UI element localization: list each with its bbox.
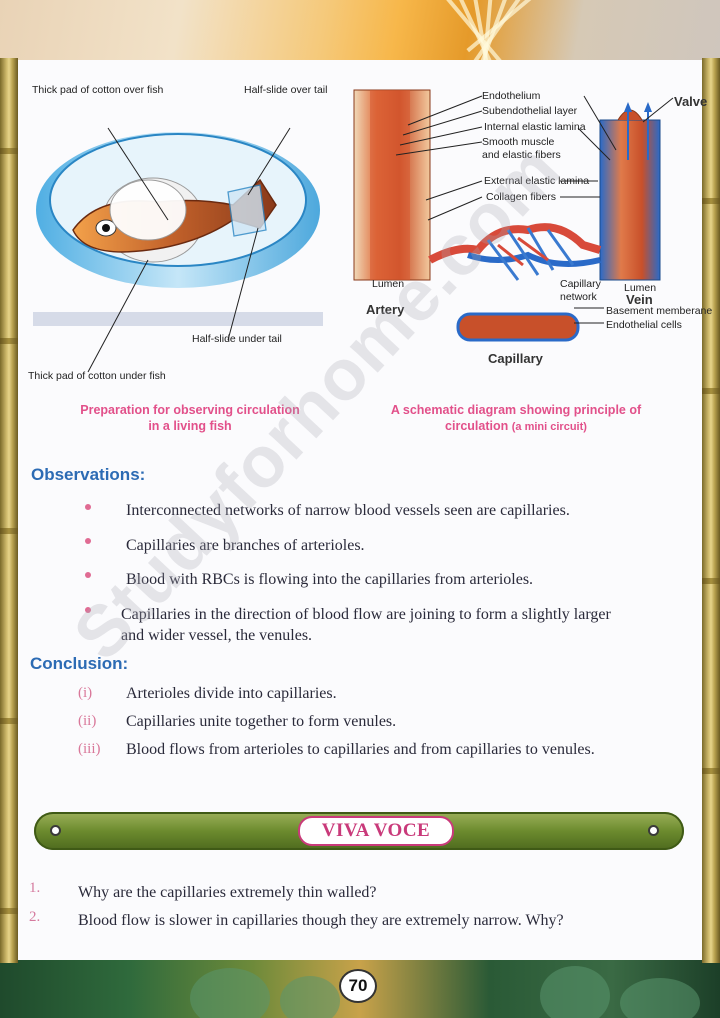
fish-caption-line2: in a living fish xyxy=(148,419,232,433)
conclusion-number-1: (i) xyxy=(78,685,93,701)
conclusion-number-2: (ii) xyxy=(78,713,97,729)
label-lumen-vein: Lumen xyxy=(624,282,657,294)
fish-illustration xyxy=(33,127,323,373)
circulation-schematic-figure: Endothelium Subendothelial layer Interna… xyxy=(348,80,712,410)
question-1: Why are the capillaries extremely thin w… xyxy=(78,884,377,901)
ring-icon xyxy=(648,825,659,836)
circulation-figure-caption: A schematic diagram showing principle of… xyxy=(366,402,666,435)
label-capillary: Capillary xyxy=(488,351,543,366)
observation-item-3: Blood with RBCs is flowing into the capi… xyxy=(126,571,534,588)
label-capillary-network-2: network xyxy=(560,291,597,303)
label-half-slide-under-tail: Half-slide under tail xyxy=(192,333,282,345)
label-cotton-under-fish: Thick pad of cotton under fish xyxy=(28,370,166,382)
label-basement-membrane: Basement memberane xyxy=(606,305,713,317)
label-subendothelial-layer: Subendothelial layer xyxy=(482,105,578,117)
bottom-decorative-banner xyxy=(0,958,720,1018)
observation-bullet xyxy=(85,538,91,544)
question-number-2: 2. xyxy=(29,909,41,925)
conclusion-item-3: Blood flows from arterioles to capillari… xyxy=(126,741,595,758)
label-vein: Vein xyxy=(626,292,653,307)
label-elastic-fibers: and elastic fibers xyxy=(482,149,561,161)
figures-row: Thick pad of cotton over fish Half-slide… xyxy=(18,60,712,505)
observation-item-1: Interconnected networks of narrow blood … xyxy=(126,502,570,519)
label-capillary-network-1: Capillary xyxy=(560,278,601,290)
question-2: Blood flow is slower in capillaries thou… xyxy=(78,912,564,929)
left-bamboo-border xyxy=(0,58,20,963)
observation-item-4-line2: and wider vessel, the venules. xyxy=(121,627,313,644)
label-endothelium: Endothelium xyxy=(482,90,541,102)
observation-bullet xyxy=(85,607,91,613)
label-cotton-over-fish: Thick pad of cotton over fish xyxy=(32,84,164,96)
observation-item-4-line1: Capillaries in the direction of blood fl… xyxy=(121,606,611,623)
circulation-illustration xyxy=(353,89,674,342)
label-valve: Valve xyxy=(674,94,708,109)
top-decorative-banner xyxy=(0,0,720,62)
circulation-caption-main: circulation xyxy=(445,419,509,433)
right-bamboo-border xyxy=(700,58,720,963)
fish-preparation-figure: Thick pad of cotton over fish Half-slide… xyxy=(28,80,338,382)
observation-bullet xyxy=(85,572,91,578)
page-content: Thick pad of cotton over fish Half-slide… xyxy=(18,60,712,960)
viva-voce-banner: VIVA VOCE xyxy=(34,812,684,850)
conclusion-number-3: (iii) xyxy=(78,741,101,757)
label-endothelial-cells: Endothelial cells xyxy=(606,319,682,331)
circulation-caption-line1: A schematic diagram showing principle of xyxy=(390,403,642,417)
fish-figure-caption: Preparation for observing circulation in… xyxy=(40,402,340,434)
label-collagen-fibers: Collagen fibers xyxy=(486,191,557,203)
label-lumen-artery: Lumen xyxy=(372,278,405,290)
conclusion-heading: Conclusion: xyxy=(30,654,129,673)
conclusion-item-1: Arterioles divide into capillaries. xyxy=(126,685,337,702)
label-smooth-muscle: Smooth muscle xyxy=(482,136,555,148)
label-internal-elastic-lamina: Internal elastic lamina xyxy=(484,121,586,133)
conclusion-item-2: Capillaries unite together to form venul… xyxy=(126,713,397,730)
observation-item-2: Capillaries are branches of arterioles. xyxy=(126,537,365,554)
fish-caption-line1: Preparation for observing circulation xyxy=(80,403,300,417)
page-number: 70 xyxy=(339,969,377,1003)
label-half-slide-over-tail: Half-slide over tail xyxy=(244,84,328,96)
observation-bullet xyxy=(85,504,91,510)
question-number-1: 1. xyxy=(29,880,41,896)
ring-icon xyxy=(50,825,61,836)
viva-voce-title: VIVA VOCE xyxy=(298,816,454,846)
circulation-caption-small: (a mini circuit) xyxy=(511,421,587,433)
observations-heading: Observations: xyxy=(31,465,146,484)
label-artery: Artery xyxy=(366,302,405,317)
circulation-caption-line2: circulation (a mini circuit) xyxy=(366,418,666,435)
label-external-elastic-lamina: External elastic lamina xyxy=(484,175,590,187)
